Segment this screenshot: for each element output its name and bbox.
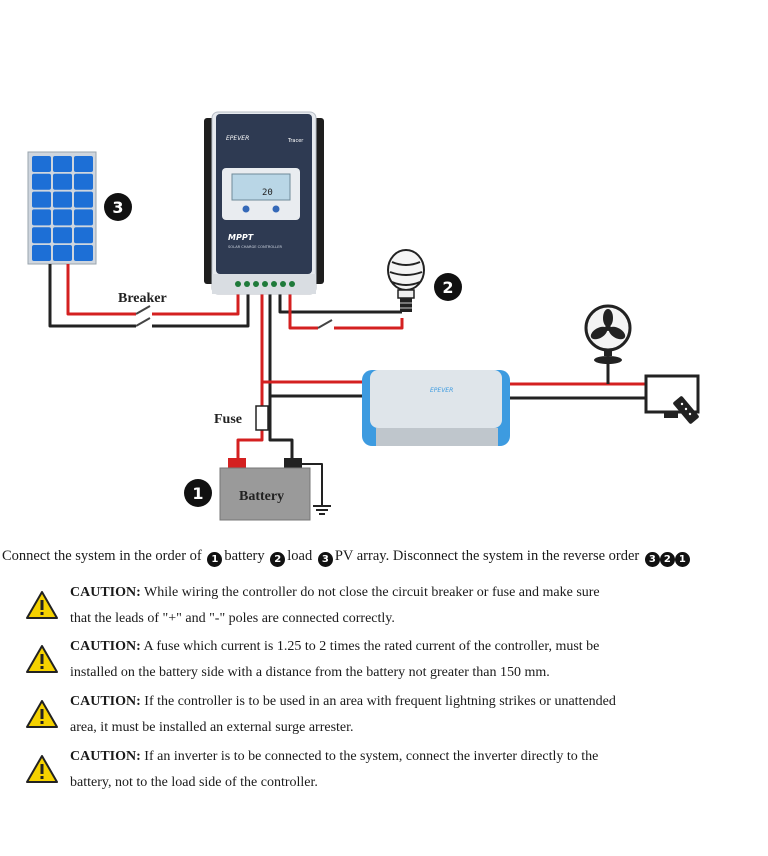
inverter-brand: EPEVER (430, 387, 453, 394)
fuse-label: Fuse (214, 412, 242, 427)
controller-button-right (272, 205, 280, 213)
solar-cell (53, 209, 72, 226)
caution-heading: CAUTION: (70, 694, 141, 709)
caution-heading: CAUTION: (70, 585, 141, 600)
step-badge-1: 1 (207, 552, 223, 567)
instruction-item-battery: battery (224, 548, 265, 564)
warning-icon (26, 755, 58, 783)
svg-text:3: 3 (112, 198, 123, 217)
solar-panel (27, 151, 97, 265)
caution-item: CAUTION: While wiring the controller do … (0, 580, 768, 632)
controller-lcd (231, 173, 291, 201)
load-marker: 2 (434, 273, 462, 301)
pv-negative-wire (48, 264, 136, 328)
controller-button-left (242, 205, 250, 213)
caution-item: CAUTION: A fuse which current is 1.25 to… (0, 634, 768, 686)
caution-line-1: If an inverter is to be connected to the… (144, 749, 599, 764)
wiring-diagram: Breaker Fuse EPEVER Tracer 20 MPPT SOLAR… (27, 111, 700, 521)
warning-icon (26, 645, 58, 673)
controller-brand: EPEVER (226, 135, 249, 142)
solar-cell (32, 227, 51, 244)
solar-cell (53, 245, 72, 261)
solar-cell (53, 227, 72, 244)
battery: Battery (219, 458, 311, 521)
solar-cell (74, 209, 93, 226)
charge-controller: EPEVER Tracer 20 MPPT SOLAR CHARGE CONTR… (204, 111, 324, 295)
ground-icon (313, 505, 331, 515)
inverter: EPEVER (362, 370, 510, 446)
ground-wire (300, 463, 323, 506)
caution-line-2: area, it must be installed an external s… (70, 720, 354, 735)
reverse-badge-2: 2 (659, 552, 675, 567)
reverse-badge-1: 1 (674, 552, 690, 567)
caution-heading: CAUTION: (70, 639, 141, 654)
controller-display-value: 20 (262, 188, 273, 198)
light-bulb-icon (387, 249, 425, 312)
controller-terminal (262, 281, 268, 287)
battery-positive-wire (236, 288, 264, 462)
battery-negative-wire (268, 288, 294, 462)
fuse-symbol (255, 405, 269, 431)
pv-negative-wire-2 (152, 288, 250, 328)
solar-cell (74, 173, 93, 190)
solar-cell (74, 191, 93, 208)
reverse-badge-3: 3 (644, 552, 660, 567)
caution-line-1: While wiring the controller do not close… (144, 585, 600, 600)
solar-cell (32, 156, 51, 172)
solar-cell (32, 173, 51, 190)
caution-line-1: If the controller is to be used in an ar… (144, 694, 616, 709)
controller-terminal (244, 281, 250, 287)
controller-terminal (253, 281, 259, 287)
solar-cell (53, 156, 72, 172)
solar-cell (74, 245, 93, 261)
tv-icon (644, 374, 700, 424)
battery-label: Battery (239, 489, 284, 504)
solar-cell (53, 191, 72, 208)
controller-subtitle: SOLAR CHARGE CONTROLLER (228, 245, 282, 249)
caution-item: CAUTION: If an inverter is to be connect… (0, 744, 768, 796)
wires (48, 264, 648, 506)
load-positive-wire-2 (334, 318, 404, 330)
caution-line-2: battery, not to the load side of the con… (70, 775, 318, 790)
solar-cell (74, 156, 93, 172)
pv-positive-wire (66, 264, 136, 316)
breaker-switch (135, 305, 333, 329)
controller-terminal (271, 281, 277, 287)
solar-cell (32, 191, 51, 208)
caution-line-2: that the leads of "+" and "-" poles are … (70, 611, 395, 626)
solar-cell (53, 173, 72, 190)
controller-terminal (289, 281, 295, 287)
controller-model: Tracer (287, 138, 304, 144)
controller-terminal (235, 281, 241, 287)
caution-heading: CAUTION: (70, 749, 141, 764)
instruction-text: Connect the system in the order of (2, 548, 202, 564)
controller-terminal (280, 281, 286, 287)
warning-icon (26, 591, 58, 619)
pv-positive-wire-2 (152, 288, 240, 316)
fan-icon (584, 304, 632, 364)
breaker-label: Breaker (118, 291, 167, 306)
battery-marker: 1 (184, 479, 212, 507)
step-badge-2: 2 (270, 552, 286, 567)
svg-text:1: 1 (192, 484, 203, 503)
svg-text:2: 2 (442, 278, 453, 297)
caution-item: CAUTION: If the controller is to be used… (0, 689, 768, 741)
instruction-item-pv: PV array. Disconnect the system in the r… (334, 548, 640, 564)
pv-marker: 3 (104, 193, 132, 221)
caution-line-2: installed on the battery side with a dis… (70, 665, 550, 680)
caution-line-1: A fuse which current is 1.25 to 2 times … (143, 639, 600, 654)
solar-cell (32, 209, 51, 226)
load-positive-wire (288, 288, 318, 330)
controller-type: MPPT (228, 233, 254, 242)
step-badge-3: 3 (317, 552, 333, 567)
warning-icon (26, 700, 58, 728)
instruction-item-load: load (287, 548, 313, 564)
solar-cell (32, 245, 51, 261)
solar-cell (74, 227, 93, 244)
load-negative-wire (278, 288, 402, 314)
